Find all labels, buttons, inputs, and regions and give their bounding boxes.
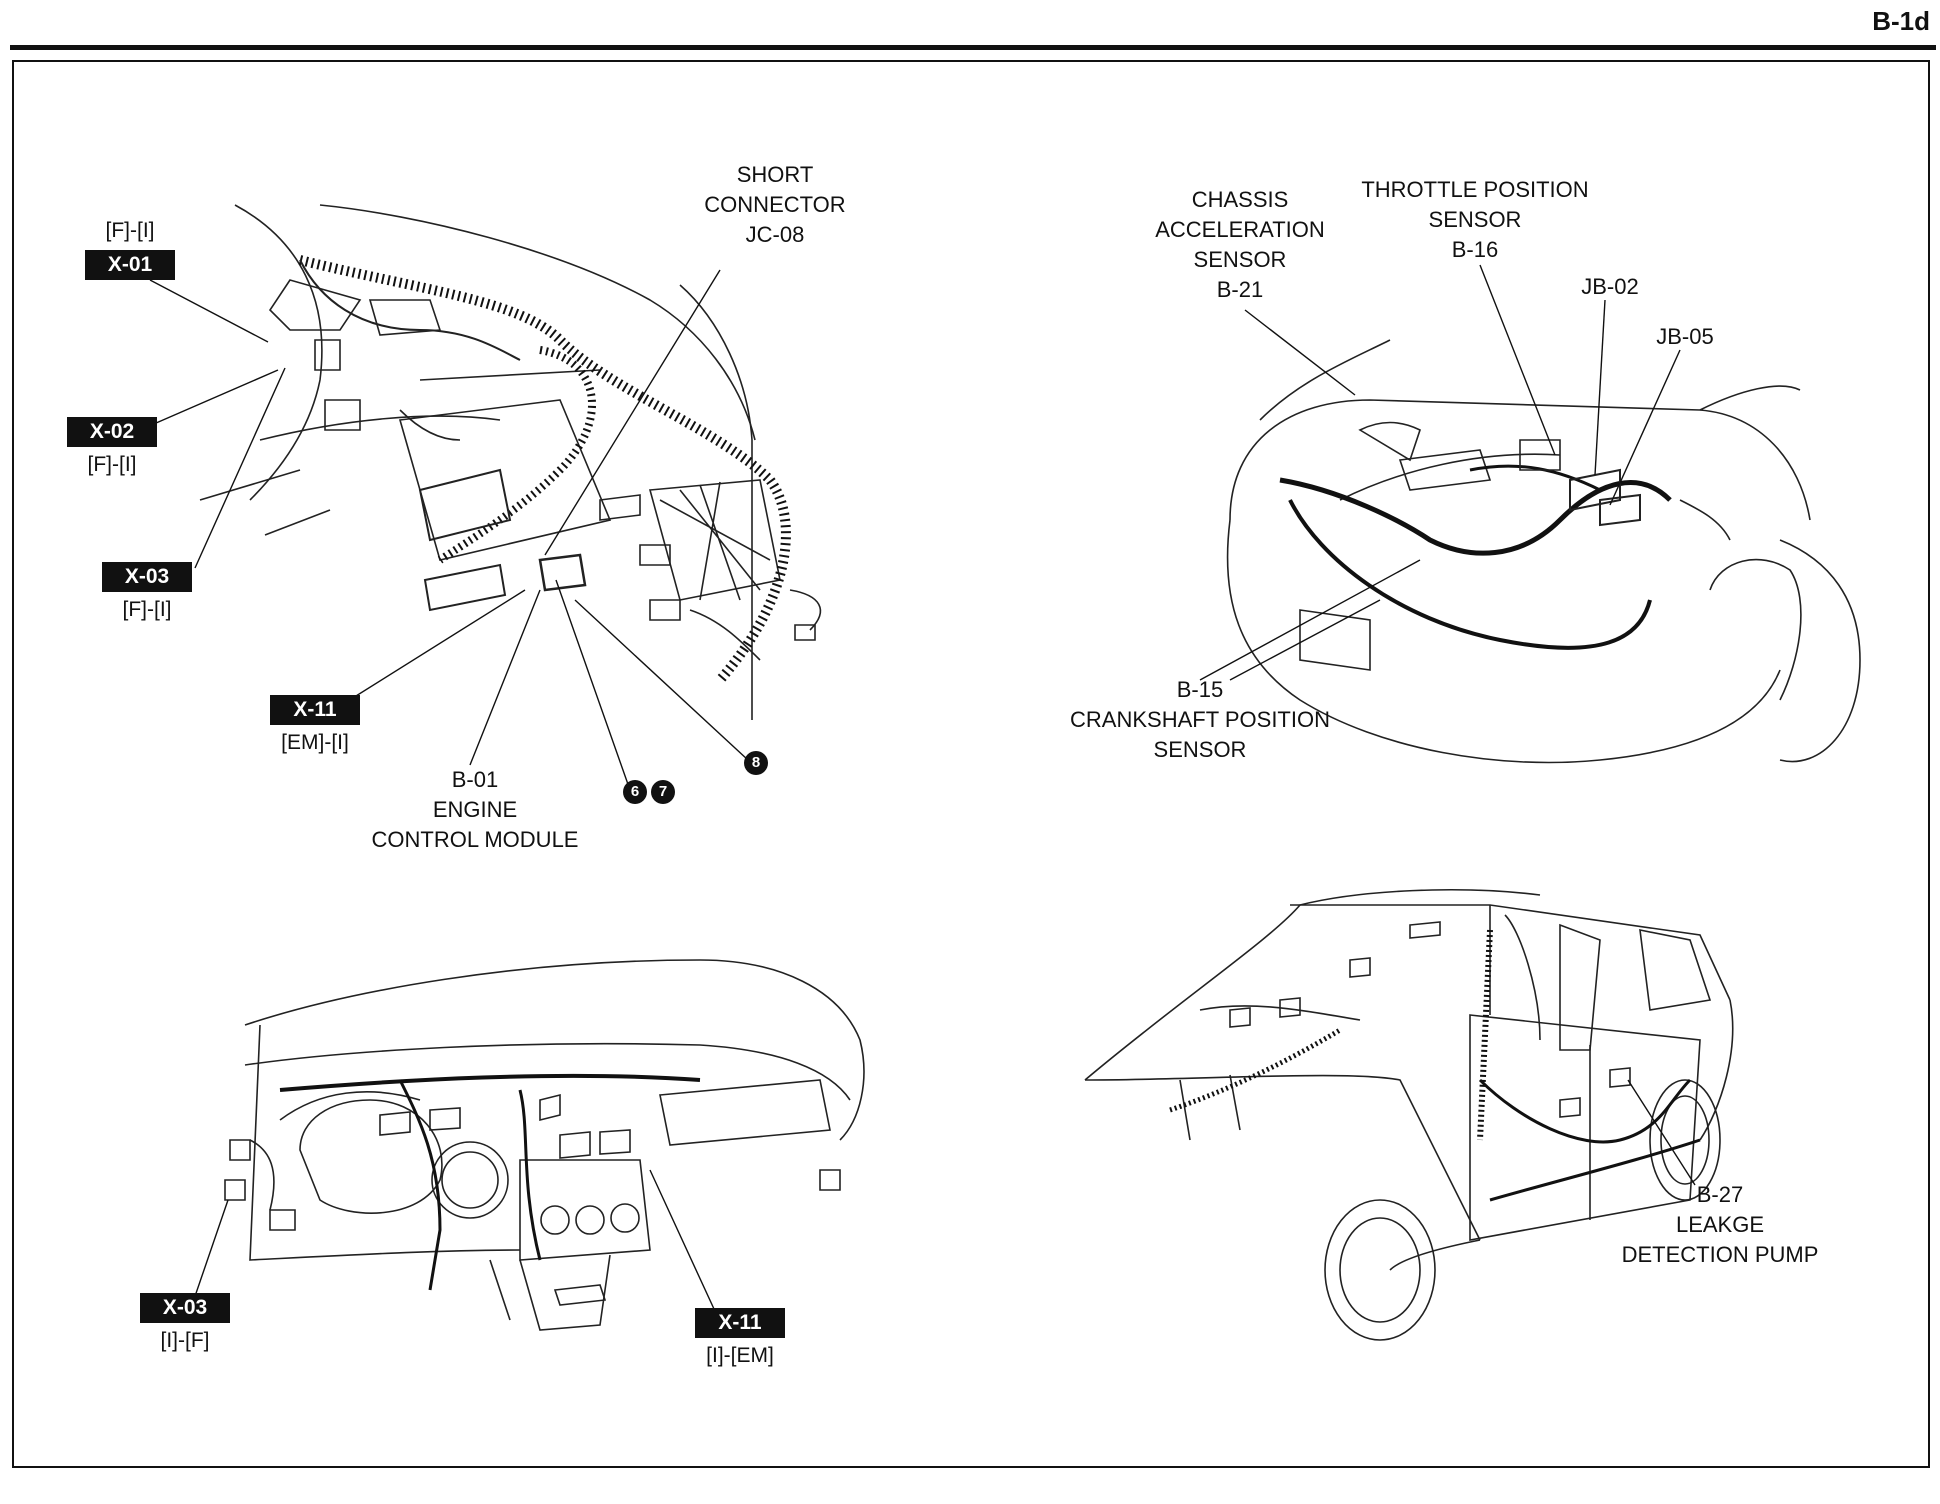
x03-panel-connector-tag: X-03 [140, 1293, 230, 1323]
leak-detection-pump-label: B-27 LEAKGE DETECTION PUMP [1621, 1182, 1819, 1267]
ground-point-6-icon: 6 [623, 780, 647, 804]
chassis-acceleration-sensor-label: CHASSIS ACCELERATION SENSOR B-21 [1155, 187, 1325, 302]
x03-connector-tag: X-03 [102, 562, 192, 592]
front-car-illustration [1226, 339, 1861, 764]
x11-connector-tag: X-11 [270, 695, 360, 725]
full-car-illustration [1084, 889, 1734, 1341]
diagram-frame [12, 60, 1930, 1468]
x02-connector-tag: X-02 [67, 417, 157, 447]
header-rule [10, 45, 1936, 50]
instrument-panel-illustration [224, 959, 865, 1331]
crankshaft-position-sensor-label: B-15 CRANKSHAFT POSITION SENSOR [1070, 677, 1330, 762]
x02-circuit-label: [F]-[I] [87, 453, 137, 476]
page-id: B-1d [1872, 6, 1930, 36]
jb02-label: JB-02 [1581, 274, 1639, 299]
x01-connector-tag: X-01 [85, 250, 175, 280]
ground-point-8-icon: 8 [744, 751, 768, 775]
ecm-label: B-01 ENGINE CONTROL MODULE [371, 767, 579, 852]
x11-panel-circuit-label: [I]-[EM] [706, 1344, 774, 1367]
x03-panel-circuit-label: [I]-[F] [160, 1329, 210, 1352]
ground-point-7-icon: 7 [651, 780, 675, 804]
x11-panel-connector-tag: X-11 [695, 1308, 785, 1338]
short-connector-label: SHORT CONNECTOR JC-08 [704, 162, 846, 247]
x03-circuit-label: [F]-[I] [122, 598, 172, 621]
x11-circuit-label: [EM]-[I] [281, 731, 349, 754]
x01-circuit-label: [F]-[I] [105, 219, 155, 242]
leader-lines [139, 264, 1696, 1323]
jb05-label: JB-05 [1656, 324, 1714, 349]
engine-bay-harness-illustration [199, 204, 822, 720]
throttle-position-sensor-label: THROTTLE POSITION SENSOR B-16 [1361, 177, 1589, 262]
